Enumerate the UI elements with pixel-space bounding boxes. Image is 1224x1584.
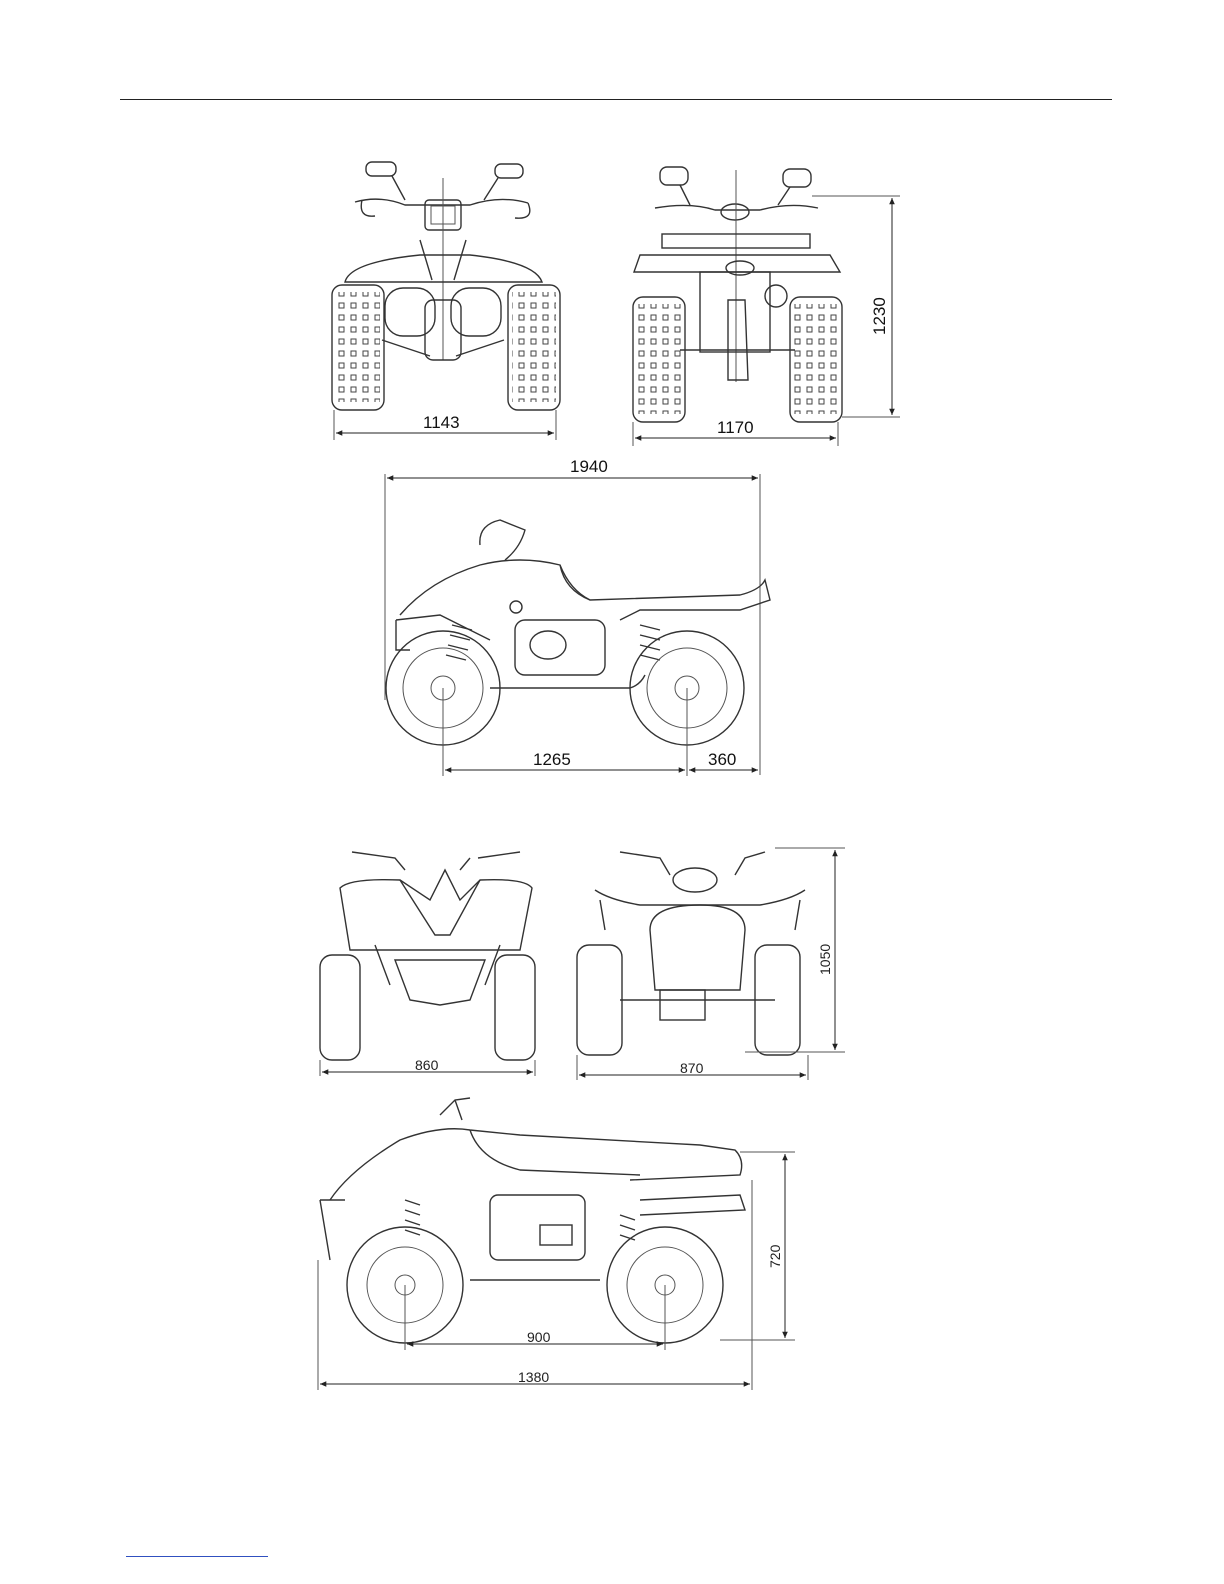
small-atv-side-view: 720 900 1380 <box>318 1098 795 1390</box>
large-wheelbase-label: 1265 <box>533 750 571 769</box>
small-seat-height-label: 720 <box>767 1244 783 1268</box>
small-atv-rear-view: 870 1050 <box>577 848 845 1080</box>
large-atv-rear-view: 1170 1230 <box>633 167 900 446</box>
large-rear-overhang-label: 360 <box>708 750 736 769</box>
small-length-label: 1380 <box>518 1369 549 1385</box>
small-rear-width-label: 870 <box>680 1060 704 1076</box>
small-height-label: 1050 <box>817 944 833 975</box>
footer-rule <box>126 1556 268 1557</box>
large-height-label: 1230 <box>870 297 889 335</box>
large-rear-width-label: 1170 <box>717 418 754 437</box>
large-atv-side-view: 1940 1265 360 <box>385 457 770 776</box>
large-atv-front-view: 1143 <box>332 162 560 440</box>
large-length-label: 1940 <box>570 457 608 476</box>
small-front-width-label: 860 <box>415 1057 439 1073</box>
large-front-width-label: 1143 <box>423 413 460 432</box>
small-atv-front-view: 860 <box>320 852 535 1076</box>
small-wheelbase-label: 900 <box>527 1329 551 1345</box>
